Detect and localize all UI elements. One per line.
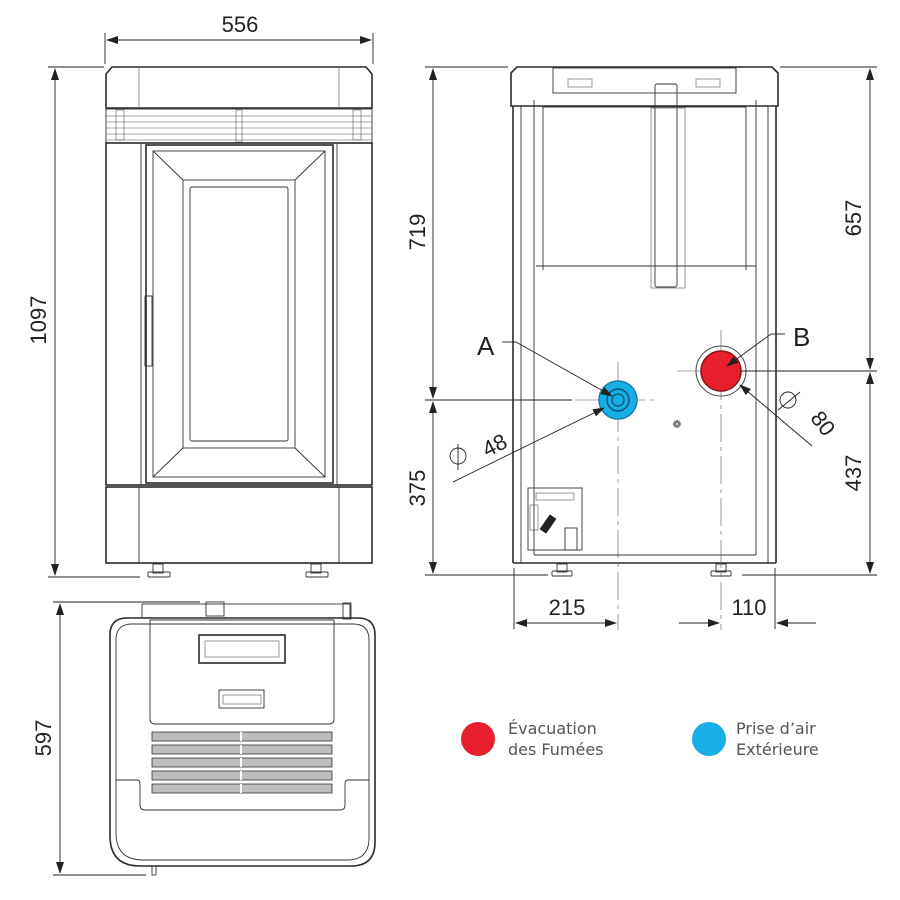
marker-b-label: B [793, 322, 810, 352]
dimension-depth: 597 [31, 601, 200, 876]
red-circle-icon [461, 722, 495, 756]
marker-a-label: A [477, 331, 495, 361]
dimension-width: 556 [104, 12, 374, 64]
rear-view: ❁ [510, 66, 779, 577]
depth-label: 597 [31, 720, 56, 757]
bottom-b-label: 437 [841, 455, 866, 492]
marker-b: B [726, 322, 810, 367]
exhaust-circle [700, 350, 742, 392]
top-vent-grille [151, 731, 333, 794]
dimension-719-375: 719 375 [405, 66, 572, 576]
height-label: 1097 [26, 296, 51, 345]
control-panel [527, 487, 583, 551]
top-lid [149, 619, 335, 725]
height-b-label: 657 [841, 200, 866, 237]
height-a-label: 719 [405, 214, 430, 251]
diameter-a: 48 [449, 407, 605, 483]
legend-air-line2: Extérieure [736, 740, 819, 759]
port-a-air-intake [598, 380, 638, 420]
svg-text:❁: ❁ [672, 418, 681, 431]
dimension-215: 215 [513, 568, 617, 629]
top-view [109, 601, 376, 876]
legend-air-line1: Prise d’air [736, 719, 816, 738]
air-intake-circle [598, 380, 638, 420]
front-door [144, 144, 334, 484]
bottom-a-label: 375 [405, 470, 430, 507]
width-label: 556 [222, 12, 259, 37]
top-grille [106, 109, 372, 143]
diameter-a-label: 48 [478, 429, 511, 462]
diameter-b: 80 [739, 384, 841, 447]
dimension-110: 110 [679, 568, 816, 629]
diameter-b-label: 80 [806, 406, 841, 441]
flue-channel [650, 83, 686, 289]
legend-exhaust-line2: des Fumées [508, 740, 604, 759]
offset-b-label: 110 [731, 595, 766, 620]
marker-a: A [477, 331, 613, 397]
dimension-height: 1097 [26, 66, 140, 578]
port-b-exhaust [695, 345, 747, 397]
front-view [105, 66, 373, 578]
offset-a-label: 215 [549, 595, 586, 620]
blue-circle-icon [692, 722, 726, 756]
dimension-657-437: 657 437 [740, 66, 877, 576]
legend-exhaust-line1: Évacuation [508, 719, 597, 738]
